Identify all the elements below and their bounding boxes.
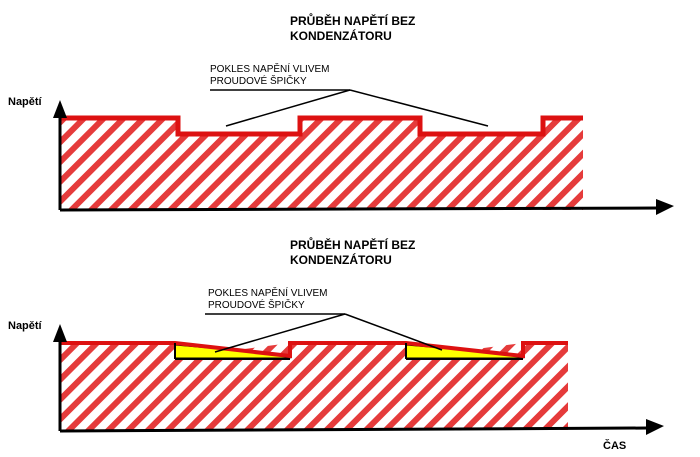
bottom-x-axis bbox=[59, 426, 649, 433]
top-annotation-line2: PROUDOVÉ ŠPIČKY bbox=[210, 76, 307, 87]
bottom-annotation-line1: POKLES NAPĚNÍ VLIVEM bbox=[208, 288, 328, 299]
top-annotation: POKLES NAPĚNÍ VLIVEM PROUDOVÉ ŠPIČKY bbox=[210, 64, 330, 88]
top-x-axis-arrow bbox=[656, 199, 674, 215]
bottom-voltage-curve bbox=[60, 341, 568, 359]
top-x-axis bbox=[59, 206, 661, 212]
bottom-title: PRŮBĚH NAPĚTÍ BEZ KONDENZÁTORU bbox=[290, 238, 415, 268]
bottom-title-line1: PRŮBĚH NAPĚTÍ BEZ bbox=[290, 238, 416, 252]
bottom-annotation-line2: PROUDOVÉ ŠPIČKY bbox=[208, 300, 305, 311]
bottom-y-axis-arrow bbox=[53, 324, 67, 342]
bottom-x-axis-arrow bbox=[646, 419, 664, 435]
bottom-annotation: POKLES NAPĚNÍ VLIVEM PROUDOVÉ ŠPIČKY bbox=[208, 288, 328, 312]
top-annotation-pointer-right bbox=[349, 89, 489, 127]
top-annotation-line1: POKLES NAPĚNÍ VLIVEM bbox=[210, 64, 330, 75]
bottom-title-line2: KONDENZÁTORU bbox=[290, 253, 392, 267]
bottom-y-label: Napětí bbox=[8, 320, 42, 332]
bottom-x-label: ČAS bbox=[603, 440, 627, 452]
top-annotation-pointer-left bbox=[225, 89, 351, 127]
bottom-voltage-area bbox=[60, 343, 568, 430]
top-title-line1: PRŮBĚH NAPĚTÍ BEZ bbox=[290, 14, 416, 28]
top-diagram bbox=[53, 89, 674, 215]
bottom-annotation-pointer-right bbox=[344, 313, 443, 351]
top-title-line2: KONDENZÁTORU bbox=[290, 29, 392, 43]
top-voltage-curve bbox=[60, 115, 583, 137]
top-y-axis-arrow bbox=[53, 100, 67, 118]
bottom-annotation-pointer-left bbox=[214, 313, 346, 353]
top-voltage-area bbox=[60, 118, 583, 210]
bottom-diagram bbox=[53, 313, 664, 435]
top-y-label: Napětí bbox=[8, 96, 42, 108]
top-title: PRŮBĚH NAPĚTÍ BEZ KONDENZÁTORU bbox=[290, 14, 415, 44]
